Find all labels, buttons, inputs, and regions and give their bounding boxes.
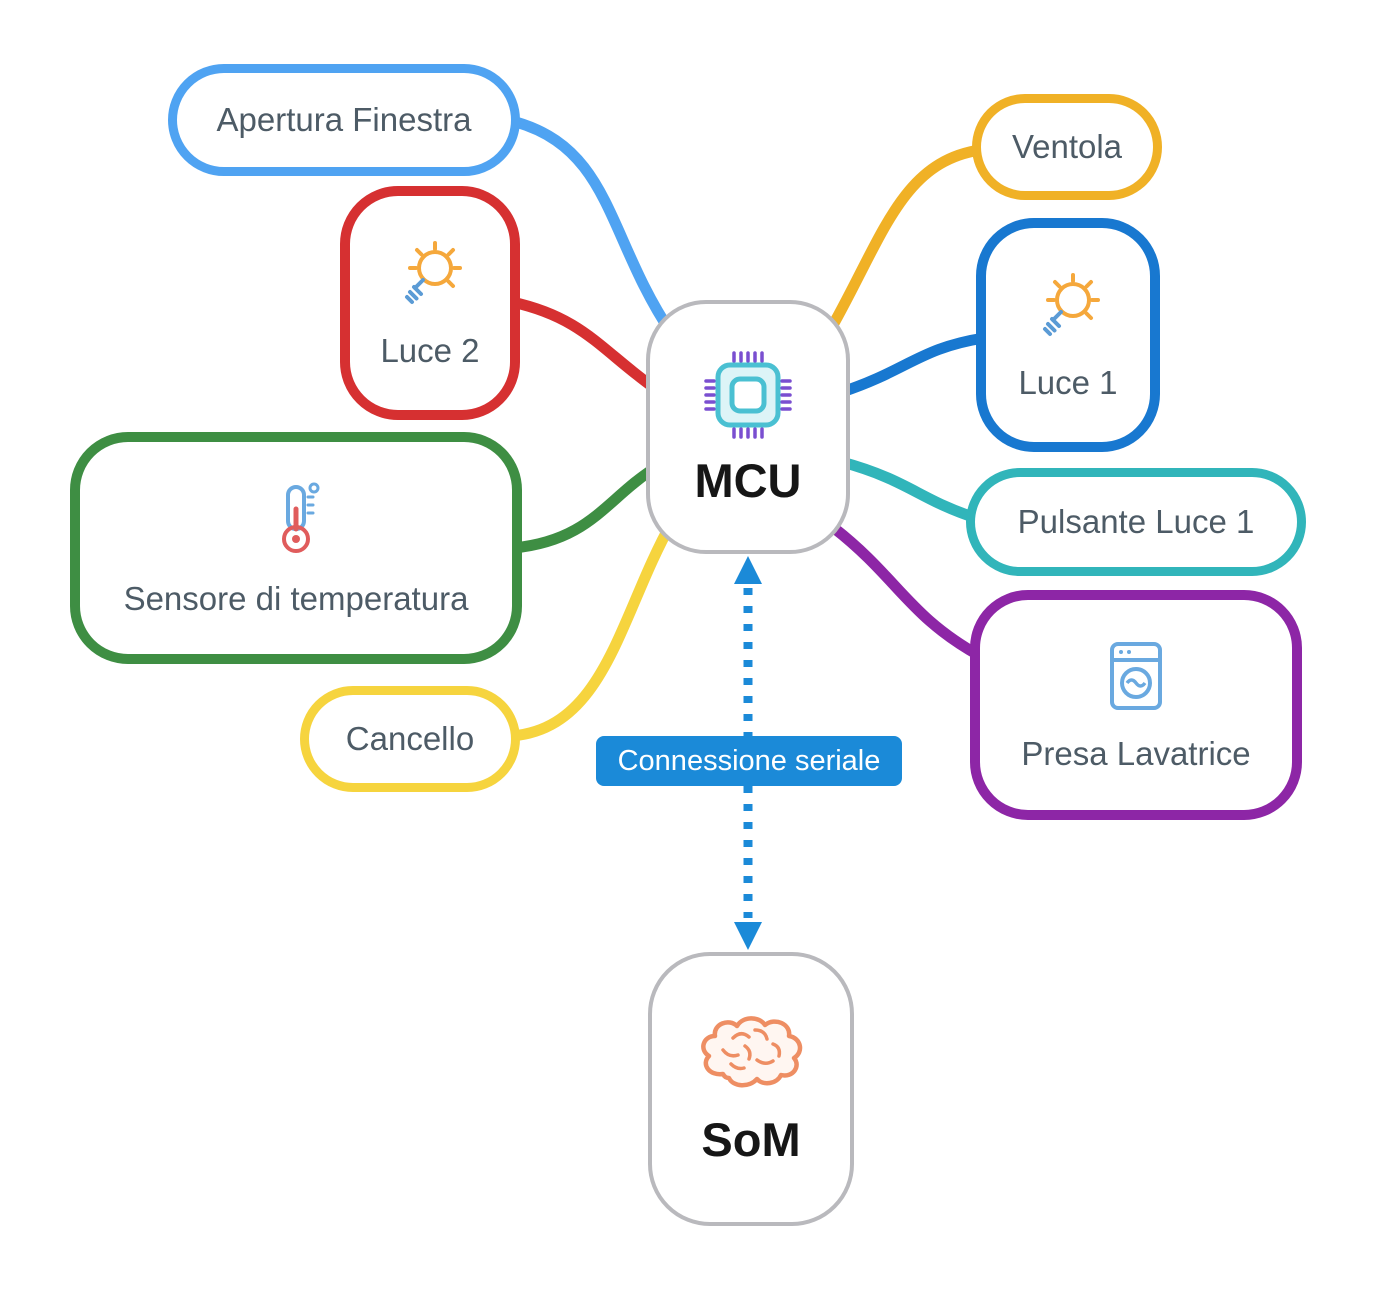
- node-pulsante-luce-1: Pulsante Luce 1: [966, 468, 1306, 576]
- node-label: Cancello: [345, 720, 475, 758]
- washing-machine-icon: [1110, 642, 1162, 711]
- node-title: SoM: [701, 1112, 801, 1166]
- node-som: SoM: [648, 952, 854, 1226]
- edge-mcu-sensore-temperatura: [508, 460, 664, 554]
- thermometer-icon: [282, 482, 320, 554]
- node-label: Apertura Finestra: [216, 101, 472, 139]
- node-luce-2: Luce 2: [340, 186, 520, 420]
- light-bulb-icon: [405, 241, 462, 305]
- edge-mcu-ventola: [822, 144, 986, 340]
- edge-mcu-apertura-finestra: [510, 116, 678, 340]
- node-label: Presa Lavatrice: [1021, 735, 1251, 773]
- node-cancello: Cancello: [300, 686, 520, 792]
- node-label: Luce 2: [380, 332, 480, 370]
- serial-arrowhead-up: [734, 556, 762, 584]
- node-presa-lavatrice: Presa Lavatrice: [970, 590, 1302, 820]
- node-sensore-temperatura: Sensore di temperatura: [70, 432, 522, 664]
- serial-connection-label: Connessione seriale: [596, 736, 902, 786]
- node-label: Pulsante Luce 1: [1017, 503, 1255, 541]
- edge-mcu-cancello: [506, 516, 678, 742]
- edge-mcu-luce-1: [836, 332, 990, 398]
- edge-mcu-presa-lavatrice: [828, 522, 986, 662]
- node-mcu: MCU: [646, 300, 850, 554]
- node-ventola: Ventola: [972, 94, 1162, 200]
- serial-arrowhead-down: [734, 922, 762, 950]
- node-title: MCU: [694, 453, 802, 507]
- node-apertura-finestra: Apertura Finestra: [168, 64, 520, 176]
- serial-connection-text: Connessione seriale: [617, 744, 881, 777]
- node-label: Ventola: [1011, 128, 1123, 166]
- node-label: Luce 1: [1018, 364, 1118, 402]
- microchip-icon: [704, 350, 792, 439]
- edge-mcu-pulsante-luce-1: [836, 456, 982, 524]
- node-label: Sensore di temperatura: [123, 580, 469, 618]
- brain-icon: [701, 1015, 803, 1087]
- light-bulb-icon: [1043, 273, 1100, 337]
- edge-mcu-luce-2: [506, 296, 666, 398]
- node-luce-1: Luce 1: [976, 218, 1160, 452]
